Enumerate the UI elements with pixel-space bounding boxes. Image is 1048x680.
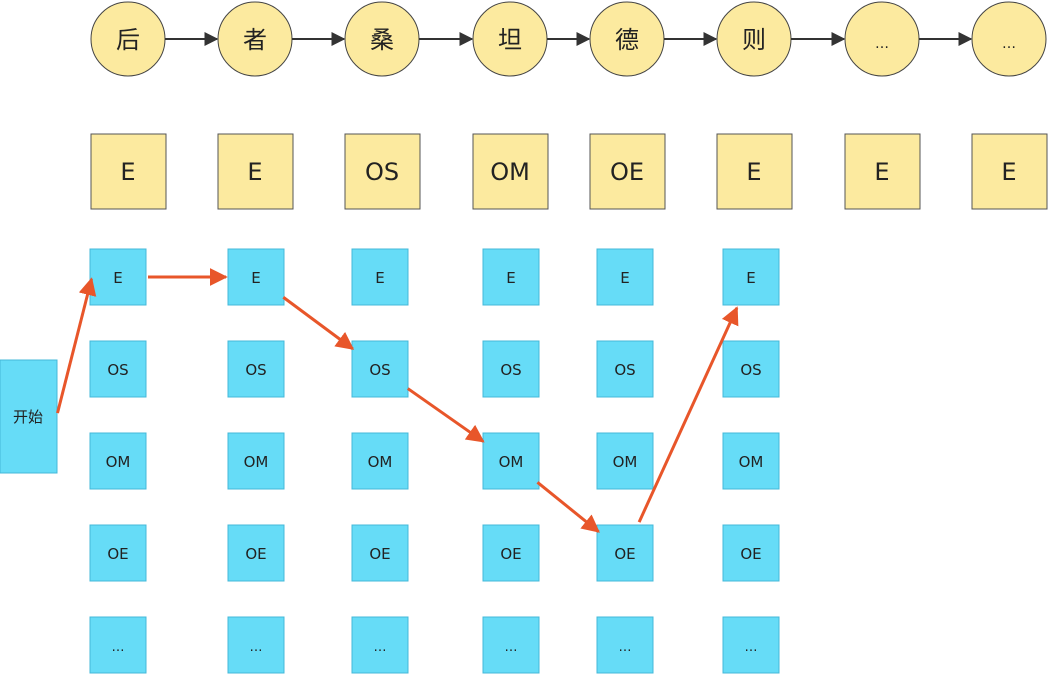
state-cell <box>722 340 780 398</box>
tag-label-text: OM <box>490 158 530 186</box>
state-label: OE <box>369 545 390 563</box>
state-label: OS <box>740 361 761 379</box>
state-cell <box>89 432 147 490</box>
state-label: E <box>251 269 260 287</box>
state-cell <box>722 616 780 674</box>
state-label: E <box>620 269 629 287</box>
state-cell <box>482 340 540 398</box>
state-label: OE <box>107 545 128 563</box>
tag-label-text: OS <box>365 158 399 186</box>
character-node <box>971 1 1047 77</box>
state-label: OM <box>244 453 269 471</box>
start-label: 开始 <box>13 408 43 426</box>
state-label: OS <box>245 361 266 379</box>
state-cell <box>227 340 285 398</box>
character-label: … <box>875 36 889 52</box>
state-cell <box>722 524 780 582</box>
character-label: 桑 <box>370 26 394 54</box>
state-label: OE <box>245 545 266 563</box>
state-cell <box>227 248 285 306</box>
state-label: OM <box>613 453 638 471</box>
state-label: E <box>375 269 384 287</box>
state-cell <box>351 432 409 490</box>
state-cell <box>482 616 540 674</box>
path-arrow <box>406 387 485 443</box>
tag-label-text: OE <box>610 158 644 186</box>
state-cell <box>482 432 540 490</box>
state-cell <box>89 248 147 306</box>
state-cell <box>722 248 780 306</box>
state-label: OM <box>739 453 764 471</box>
state-cell <box>227 432 285 490</box>
tag-label-box <box>589 133 666 210</box>
tag-label-box <box>716 133 793 210</box>
character-label: 后 <box>116 26 140 54</box>
state-label: … <box>374 640 387 655</box>
state-label: … <box>250 640 263 655</box>
state-cell <box>351 248 409 306</box>
state-cell <box>89 340 147 398</box>
tag-label-box <box>344 133 421 210</box>
state-cell <box>227 616 285 674</box>
state-label: OS <box>500 361 521 379</box>
state-label: E <box>113 269 122 287</box>
state-cell <box>351 340 409 398</box>
tag-label-text: E <box>874 158 889 186</box>
state-label: … <box>619 640 632 655</box>
state-cell <box>596 616 654 674</box>
state-label: OS <box>614 361 635 379</box>
state-label: OM <box>106 453 131 471</box>
tag-label-box <box>217 133 294 210</box>
tag-label-text: E <box>120 158 135 186</box>
state-cell <box>351 524 409 582</box>
state-label: OS <box>107 361 128 379</box>
state-cell <box>596 340 654 398</box>
tag-label-box <box>472 133 549 210</box>
start-node <box>0 359 58 474</box>
path-arrow <box>56 277 97 414</box>
state-label: … <box>505 640 518 655</box>
state-label: OE <box>500 545 521 563</box>
character-label: … <box>1002 36 1016 52</box>
state-label: OM <box>368 453 393 471</box>
path-arrow <box>282 296 355 350</box>
path-arrow <box>536 481 600 533</box>
character-label: 坦 <box>498 26 522 54</box>
state-label: E <box>506 269 515 287</box>
state-cell <box>89 524 147 582</box>
tag-label-box <box>971 133 1048 210</box>
tag-label-box <box>90 133 167 210</box>
tag-label-box <box>844 133 921 210</box>
character-label: 则 <box>742 26 766 54</box>
tag-label-text: E <box>1001 158 1016 186</box>
state-cell <box>596 432 654 490</box>
state-cell <box>89 616 147 674</box>
state-label: … <box>112 640 125 655</box>
character-label: 者 <box>243 26 267 54</box>
state-cell <box>482 524 540 582</box>
state-cell <box>227 524 285 582</box>
state-label: OS <box>369 361 390 379</box>
state-cell <box>596 524 654 582</box>
state-cell <box>482 248 540 306</box>
state-label: OE <box>740 545 761 563</box>
character-label: 德 <box>615 26 639 54</box>
state-label: OM <box>499 453 524 471</box>
state-cell <box>722 432 780 490</box>
tag-label-text: E <box>746 158 761 186</box>
state-label: … <box>745 640 758 655</box>
tag-label-text: E <box>247 158 262 186</box>
state-cell <box>596 248 654 306</box>
state-label: E <box>746 269 755 287</box>
state-cell <box>351 616 409 674</box>
state-label: OE <box>614 545 635 563</box>
path-arrow <box>637 306 739 523</box>
